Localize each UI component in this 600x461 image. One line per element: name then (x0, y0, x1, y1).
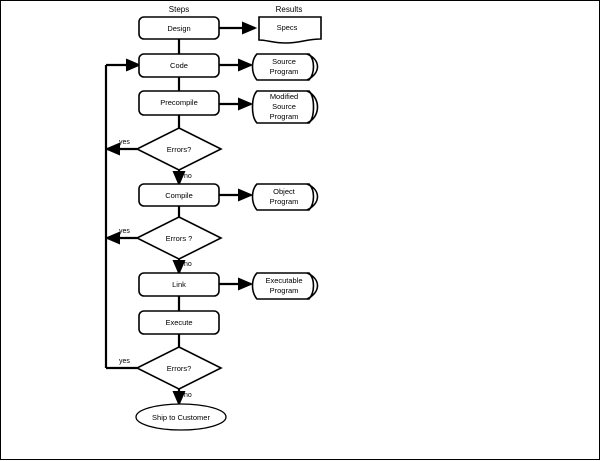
decision-errors-execute[interactable]: Errors? (135, 346, 223, 390)
process-box-compile[interactable] (138, 183, 220, 207)
tape-curve-source-program (306, 53, 319, 81)
tape-body-object-program[interactable] (251, 183, 315, 211)
process-step-precompile[interactable]: Precompile (138, 90, 220, 116)
decision-label-errors-execute: Errors? (167, 364, 192, 373)
column-header-results: Results (276, 5, 303, 14)
process-label-design: Design (167, 24, 190, 33)
artifact-label-object-program-line1: Object (273, 187, 296, 196)
artifact-label-modified-source-line3: Program (270, 112, 299, 121)
process-box-link[interactable] (138, 272, 220, 297)
artifact-specs[interactable]: Specs (258, 16, 322, 44)
branch-label-yes-execute: yes (119, 358, 130, 365)
process-box-execute[interactable] (138, 310, 220, 335)
decision-label-errors-compile: Errors ? (166, 234, 193, 243)
tape-body-executable-program[interactable] (251, 272, 315, 300)
terminator-label-ship-to-customer: Ship to Customer (152, 413, 210, 422)
artifact-label-source-program-line2: Program (270, 67, 299, 76)
process-label-link: Link (172, 280, 186, 289)
column-header-steps: Steps (169, 5, 189, 14)
process-box-design[interactable] (138, 16, 220, 40)
artifact-executable-program[interactable]: Executable Program (251, 272, 319, 300)
artifact-label-modified-source-line1: Modified (270, 92, 298, 101)
decision-errors-compile[interactable]: Errors ? (135, 216, 223, 260)
artifact-label-modified-source-line2: Source (272, 102, 296, 111)
artifact-label-specs: Specs (277, 23, 298, 32)
column-headers: Steps Results (169, 5, 303, 14)
branch-label-yes-precompile: yes (119, 139, 130, 146)
tape-body-source-program[interactable] (251, 53, 315, 81)
artifact-label-source-program-line1: Source (272, 57, 296, 66)
decision-diamond-errors-precompile[interactable] (135, 127, 223, 171)
process-step-design[interactable]: Design (138, 16, 220, 40)
connectors (104, 21, 258, 407)
tape-body-modified-source-program[interactable] (251, 90, 315, 124)
tape-curve-executable-program (306, 272, 319, 300)
artifact-object-program[interactable]: Object Program (251, 183, 319, 211)
branch-labels: yes no yes no yes no (119, 139, 192, 399)
decision-label-errors-precompile: Errors? (167, 145, 192, 154)
tape-curve-object-program (306, 183, 319, 211)
artifact-label-executable-program-line2: Program (270, 286, 299, 295)
decision-diamond-errors-compile[interactable] (135, 216, 223, 260)
branch-label-no-execute: no (184, 392, 192, 399)
process-step-code[interactable]: Code (138, 53, 220, 78)
decision-diamond-errors-execute[interactable] (135, 346, 223, 390)
artifact-label-executable-program-line1: Executable (265, 276, 302, 285)
process-box-code[interactable] (138, 53, 220, 78)
process-step-compile[interactable]: Compile (138, 183, 220, 207)
terminator-ship-to-customer[interactable]: Ship to Customer (135, 403, 227, 431)
process-box-precompile[interactable] (138, 90, 220, 116)
branch-label-yes-compile: yes (119, 228, 130, 235)
artifact-label-object-program-line2: Program (270, 197, 299, 206)
terminator-ellipse-ship-to-customer[interactable] (135, 403, 227, 431)
artifact-modified-source-program[interactable]: Modified Source Program (251, 90, 319, 124)
decision-errors-precompile[interactable]: Errors? (135, 127, 223, 171)
process-label-execute: Execute (165, 318, 192, 327)
process-label-compile: Compile (165, 191, 193, 200)
document-shape-specs[interactable] (258, 16, 322, 44)
process-label-precompile: Precompile (160, 98, 198, 107)
tape-curve-modified-source-program (306, 90, 319, 124)
artifact-source-program[interactable]: Source Program (251, 53, 319, 81)
branch-label-no-precompile: no (184, 173, 192, 180)
process-step-execute[interactable]: Execute (138, 310, 220, 335)
process-step-link[interactable]: Link (138, 272, 220, 297)
process-label-code: Code (170, 61, 188, 70)
branch-label-no-compile: no (184, 261, 192, 268)
